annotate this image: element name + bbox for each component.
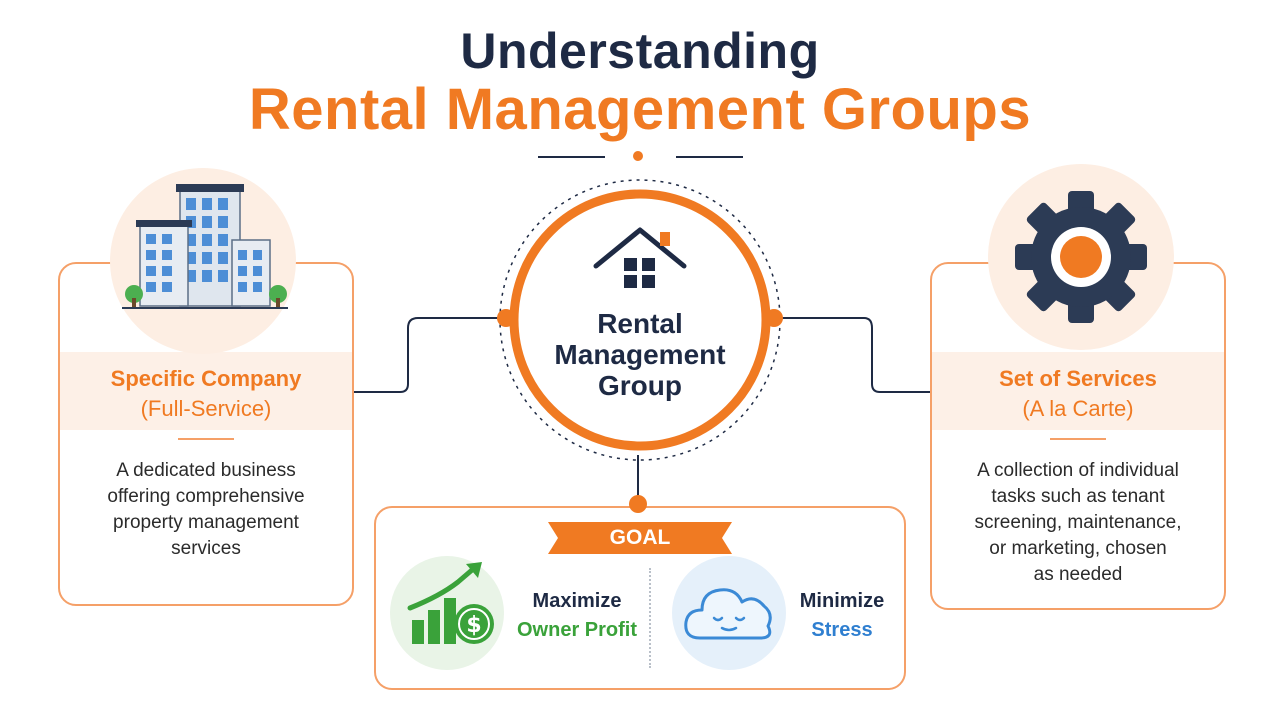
right-card-body-line: A collection of individual <box>977 460 1179 481</box>
left-card-body-line: property management <box>113 512 299 533</box>
goal-item-2-line2: Stress <box>811 619 873 641</box>
cloud-icon <box>684 588 772 640</box>
right-card-body: A collection of individual tasks such as… <box>932 458 1224 588</box>
left-card-rule <box>178 438 234 440</box>
office-building-icon <box>122 184 288 309</box>
left-card-header: Specific Company (Full-Service) <box>60 352 352 430</box>
right-card-subtitle: (A la Carte) <box>1022 396 1134 421</box>
gear-icon <box>1015 191 1147 323</box>
goal-divider <box>649 568 651 668</box>
center-label: Rental Management Group <box>540 308 740 401</box>
left-card-body-line: offering comprehensive <box>107 486 305 507</box>
left-card-body-line: A dedicated business <box>116 460 296 481</box>
goal-item-2-text: Minimize Stress <box>792 590 892 642</box>
title-line-1: Understanding <box>460 23 820 79</box>
goal-item-1-line2: Owner Profit <box>516 619 637 641</box>
title-line-2: Rental Management Groups <box>248 77 1032 142</box>
right-card-body-line: screening, maintenance, <box>974 512 1182 533</box>
svg-text:$: $ <box>466 613 481 638</box>
right-card-body-line: or marketing, chosen <box>989 538 1167 559</box>
right-card-header: Set of Services (A la Carte) <box>932 352 1224 430</box>
goal-item-1-line1: Maximize <box>532 590 622 612</box>
center-label-line: Group <box>598 370 682 401</box>
goal-item-2-line1: Minimize <box>799 590 885 612</box>
goal-label: GOAL <box>609 526 671 549</box>
goal-top-dot <box>629 495 647 513</box>
left-card-body-line: services <box>171 538 241 559</box>
left-card-title: Specific Company <box>110 366 302 391</box>
right-card-body-line: as needed <box>1033 564 1123 585</box>
right-card-body-line: tasks such as tenant <box>991 486 1165 507</box>
center-ring <box>497 179 783 461</box>
profit-chart-icon: $ <box>407 562 494 644</box>
center-label-line: Rental <box>597 308 683 339</box>
goal-item-1-text: Maximize Owner Profit <box>512 590 642 642</box>
center-label-line: Management <box>554 339 726 370</box>
goal-banner <box>548 522 732 554</box>
left-card-body: A dedicated business offering comprehens… <box>60 458 352 562</box>
left-card-subtitle: (Full-Service) <box>140 396 272 421</box>
right-card-rule <box>1050 438 1106 440</box>
house-icon <box>593 227 687 288</box>
left-card: Specific Company (Full-Service) A dedica… <box>58 262 354 606</box>
right-card-title: Set of Services <box>999 366 1157 391</box>
